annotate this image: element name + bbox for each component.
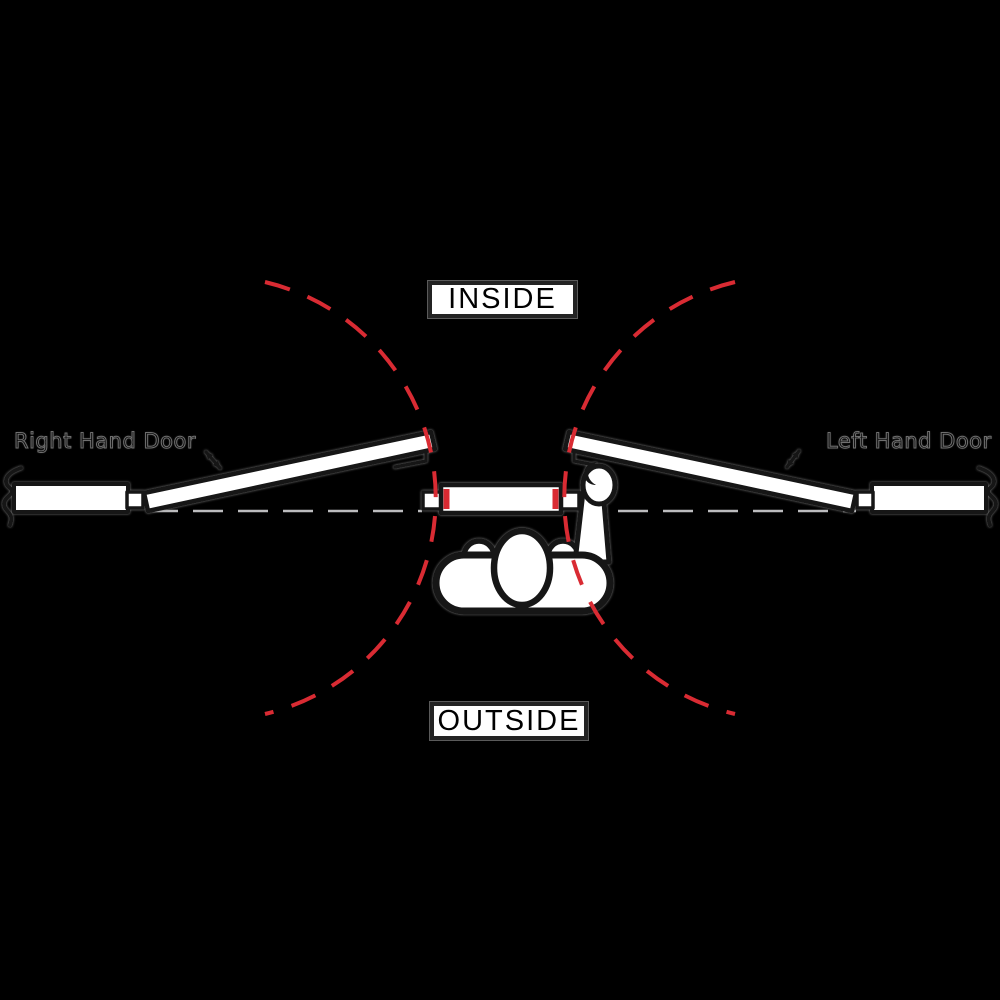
person-head: [490, 527, 554, 609]
closed-door-stile-left: [443, 489, 450, 509]
closed-door: [438, 482, 564, 516]
inside-label: INSIDE: [428, 281, 577, 318]
right-hand-door-swing-arc: [264, 280, 438, 716]
closed-door-stile-right: [552, 489, 559, 509]
person-hand-grip-notch: [584, 461, 598, 485]
right-wall-break-icon: [977, 466, 998, 527]
left-hand-door-label: Left Hand Door: [826, 429, 992, 454]
right-hand-door-leaf: [141, 429, 438, 514]
person-hand: [580, 463, 618, 507]
left-wall-break-icon: [2, 466, 23, 527]
outside-label: OUTSIDE: [430, 702, 588, 740]
left-hand-door-swing-arc: [562, 280, 736, 716]
right-wall: [870, 482, 988, 514]
left-door-hinge: [125, 490, 145, 510]
center-frame-left-tab: [421, 490, 443, 511]
left-wall: [12, 482, 130, 514]
right-hand-door-label: Right Hand Door: [14, 429, 196, 454]
right-hand-door-handle: [393, 449, 428, 469]
right-door-hinge: [855, 490, 875, 510]
left-hand-door-leaf: [562, 429, 859, 514]
left-hand-door-arrow-icon: [785, 449, 801, 469]
right-hand-door-arrow-icon: [204, 450, 222, 470]
